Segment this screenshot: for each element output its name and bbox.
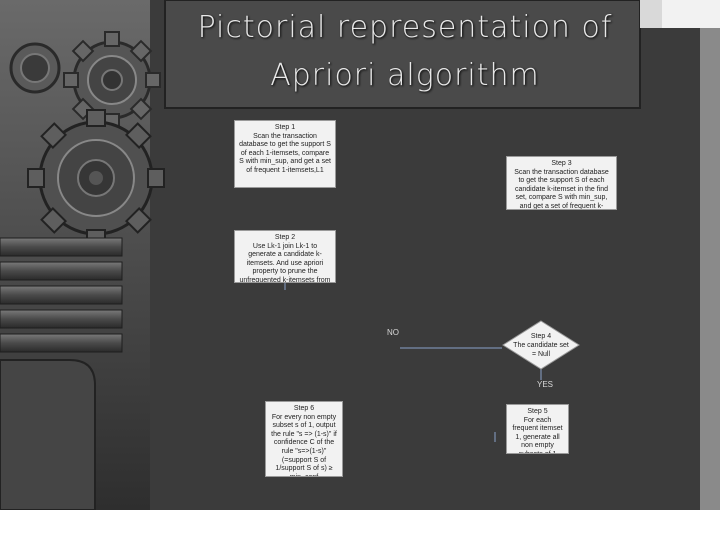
step4-heading: Step 4 xyxy=(530,333,552,340)
step3-box: Step 3 Scan the transaction database to … xyxy=(506,156,617,210)
step2-heading: Step 2 xyxy=(274,234,296,241)
step3-heading: Step 3 xyxy=(551,160,572,167)
no-label: NO xyxy=(387,328,399,337)
step1-box: Step 1 Scan the transaction database to … xyxy=(234,120,336,188)
step2-box: Step 2 Use Lk-1 join Lk-1 to generate a … xyxy=(234,230,336,283)
left-plate xyxy=(0,359,96,510)
step6-text: For every non empty subset s of 1, outpu… xyxy=(271,413,337,476)
title-line-1: Pictorial representation of xyxy=(197,10,613,45)
step5-box: Step 5 For each frequent itemset 1, gene… xyxy=(506,404,569,454)
step2-text: Use Lk-1 join Lk-1 to generate a candida… xyxy=(239,242,331,283)
gear-icon xyxy=(27,109,165,247)
slide-background xyxy=(0,0,720,510)
slide: Pictorial representation of Apriori algo… xyxy=(0,0,720,510)
step6-heading: Step 6 xyxy=(293,405,315,412)
step3-text: Scan the transaction database to get the… xyxy=(514,168,609,210)
step5-text: For each frequent itemset 1, generate al… xyxy=(512,416,563,453)
title-line-2: Apriori algorithm xyxy=(270,58,540,93)
step5-heading: Step 5 xyxy=(527,408,548,415)
decorative-bars xyxy=(0,237,123,353)
step1-text: Scan the transaction database to get the… xyxy=(239,132,331,174)
decision-diamond xyxy=(502,320,580,370)
step1-heading: Step 1 xyxy=(274,124,296,131)
step6-box: Step 6 For every non empty subset s of 1… xyxy=(265,401,343,477)
yes-label: YES xyxy=(537,380,554,389)
step4-text: The candidate set = Null xyxy=(513,342,569,358)
gear-icon xyxy=(9,42,61,94)
step4-box: Step 4 The candidate set = Null xyxy=(513,332,569,359)
title-plate xyxy=(164,0,641,109)
gear-icon xyxy=(63,31,161,129)
